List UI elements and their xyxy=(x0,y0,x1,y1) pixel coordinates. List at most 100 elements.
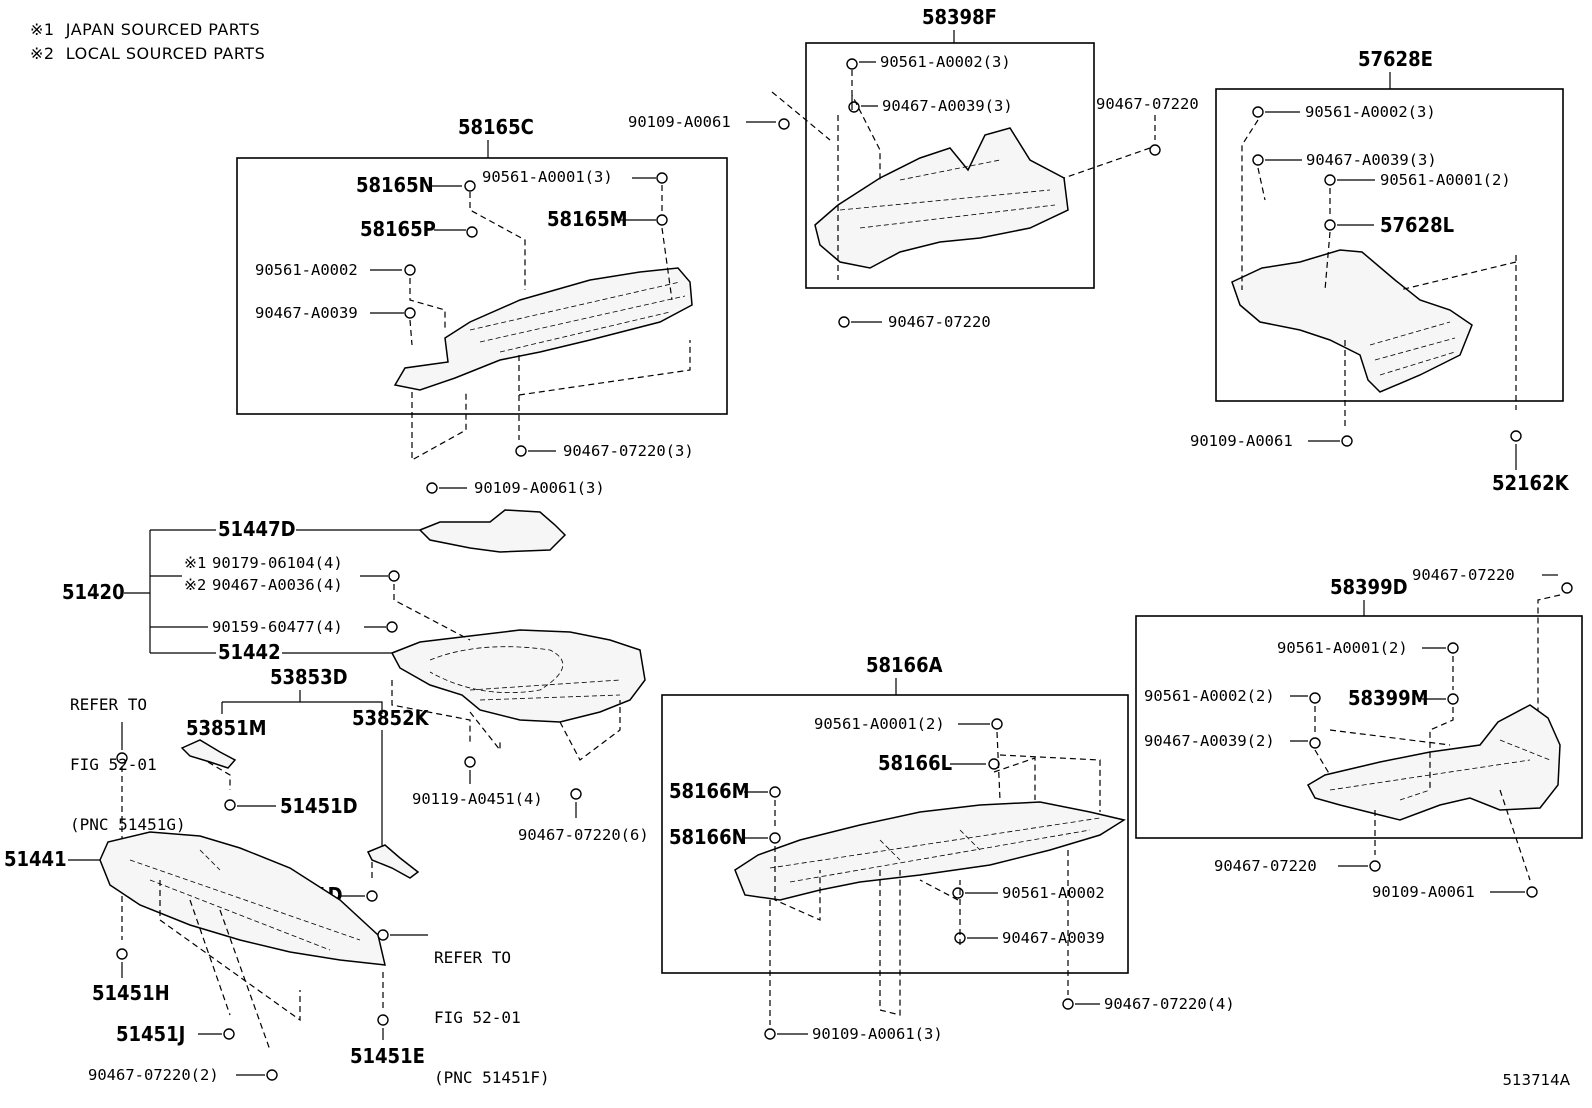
part-label-51451D-1[interactable]: 51451D xyxy=(280,794,358,818)
part-label-58399M[interactable]: 58399M xyxy=(1348,686,1429,710)
front-undercover-51441 xyxy=(99,831,386,966)
clip-icon xyxy=(848,101,860,113)
part-label-90467-A0039[interactable]: 90467-A0039 xyxy=(255,304,358,322)
part-label-90561-A0002-b[interactable]: 90561-A0002 xyxy=(1002,884,1105,902)
part-label-90561-A0002[interactable]: 90561-A0002 xyxy=(255,261,358,279)
legend-note-japan: ※1 JAPAN SOURCED PARTS xyxy=(30,20,261,39)
part-label-90159-60477-4[interactable]: 90159-60477(4) xyxy=(212,618,343,636)
assembly-box-58166A xyxy=(661,694,1129,974)
part-label-53851M[interactable]: 53851M xyxy=(186,716,267,740)
figure-id: 513714A xyxy=(1502,1071,1570,1089)
part-label-58166M[interactable]: 58166M xyxy=(669,779,750,803)
part-label-90467-A0039-b[interactable]: 90467-A0039 xyxy=(1002,929,1105,947)
part-label-90109-A0061-3-b[interactable]: 90109-A0061(3) xyxy=(812,1025,943,1043)
bolt-icon xyxy=(377,1014,389,1026)
mark-1: ※1 xyxy=(184,554,206,572)
part-label-58165M[interactable]: 58165M xyxy=(547,207,628,231)
part-label-51451H[interactable]: 51451H xyxy=(92,981,170,1005)
part-label-90561-A0001-2-c[interactable]: 90561-A0001(2) xyxy=(1277,639,1408,657)
bolt-icon xyxy=(266,1069,278,1081)
clip-icon xyxy=(404,264,416,276)
part-label-90467-07220-d[interactable]: 90467-07220 xyxy=(1214,857,1317,875)
clip-icon xyxy=(952,887,964,899)
part-label-58165N[interactable]: 58165N xyxy=(356,173,434,197)
part-label-90467-A0039-3[interactable]: 90467-A0039(3) xyxy=(882,97,1013,115)
part-label-90561-A0001-2[interactable]: 90561-A0001(2) xyxy=(1380,171,1511,189)
undercover-57628E xyxy=(1231,249,1473,393)
engine-undercover-seal-51447D xyxy=(418,509,567,553)
assembly-box-58398F xyxy=(805,42,1095,289)
part-label-90467-07220-6[interactable]: 90467-07220(6) xyxy=(518,826,649,844)
undercover-58399D xyxy=(1306,704,1561,821)
part-label-51447D[interactable]: 51447D xyxy=(218,517,296,541)
bolt-icon xyxy=(764,1028,776,1040)
part-label-57628L[interactable]: 57628L xyxy=(1380,213,1454,237)
assembly-label-51420[interactable]: 51420 xyxy=(62,580,125,604)
part-label-90467-A0036-4[interactable]: 90467-A0036(4) xyxy=(212,576,343,594)
bracket-53851M xyxy=(180,739,237,769)
part-label-90561-A0002-3[interactable]: 90561-A0002(3) xyxy=(880,53,1011,71)
part-label-90467-07220-4[interactable]: 90467-07220(4) xyxy=(1104,995,1235,1013)
part-label-90119-A0451-4[interactable]: 90119-A0451(4) xyxy=(412,790,543,808)
part-label-90109-A0061-c[interactable]: 90109-A0061 xyxy=(1372,883,1475,901)
part-label-90467-A0039-3-b[interactable]: 90467-A0039(3) xyxy=(1306,151,1437,169)
assembly-label-58399D[interactable]: 58399D xyxy=(1330,575,1408,599)
bolt-icon xyxy=(116,948,128,960)
screw-icon xyxy=(386,621,398,633)
assembly-label-53853D[interactable]: 53853D xyxy=(270,665,348,689)
clip-icon xyxy=(656,214,668,226)
bolt-icon xyxy=(366,890,378,902)
bolt-icon xyxy=(570,788,582,800)
assembly-label-57628E[interactable]: 57628E xyxy=(1358,47,1433,71)
part-label-58165P[interactable]: 58165P xyxy=(360,217,436,241)
part-label-90467-07220-top[interactable]: 90467-07220 xyxy=(1096,95,1199,113)
part-label-51441[interactable]: 51441 xyxy=(4,847,67,871)
part-label-90561-A0001-3[interactable]: 90561-A0001(3) xyxy=(482,168,613,186)
clip-icon xyxy=(1252,106,1264,118)
part-label-58166N[interactable]: 58166N xyxy=(669,825,747,849)
part-label-90467-07220-c[interactable]: 90467-07220 xyxy=(1412,566,1515,584)
part-label-51442[interactable]: 51442 xyxy=(218,640,281,664)
part-label-51451J[interactable]: 51451J xyxy=(116,1022,185,1046)
part-label-90561-A0001-2-b[interactable]: 90561-A0001(2) xyxy=(814,715,945,733)
bolt-icon xyxy=(515,445,527,457)
assembly-box-58399D xyxy=(1135,615,1583,839)
group-57628E: 57628E 90561-A0002(3) 90467-A0039(3) 905… xyxy=(1190,47,1570,495)
part-label-90109-A0061-3[interactable]: 90109-A0061(3) xyxy=(474,479,605,497)
part-label-90467-07220-3[interactable]: 90467-07220(3) xyxy=(563,442,694,460)
part-label-90467-07220-bottom[interactable]: 90467-07220 xyxy=(888,313,991,331)
part-label-90179-06104-4[interactable]: 90179-06104(4) xyxy=(212,554,343,572)
part-label-53852K[interactable]: 53852K xyxy=(352,706,430,730)
bolt-icon xyxy=(1149,144,1161,156)
bolt-icon xyxy=(426,482,438,494)
group-58166A: 58166A 90561-A0001(2) 58166L 58166M 5816… xyxy=(661,653,1235,1043)
refer-note-51451F: REFER TO FIG 52-01 (PNC 51451F) xyxy=(434,948,550,1087)
part-label-90467-07220-2[interactable]: 90467-07220(2) xyxy=(88,1066,219,1084)
clip-icon xyxy=(1447,693,1459,705)
clip-icon xyxy=(1309,692,1321,704)
bolt-icon xyxy=(1341,435,1353,447)
assembly-label-58166A[interactable]: 58166A xyxy=(866,653,943,677)
part-label-90561-A0002-2[interactable]: 90561-A0002(2) xyxy=(1144,687,1275,705)
legend-note-local: ※2 LOCAL SOURCED PARTS xyxy=(30,44,266,63)
bracket-53852K xyxy=(366,844,420,879)
bolt-icon xyxy=(778,118,790,130)
clip-icon xyxy=(769,786,781,798)
bolt-icon xyxy=(1062,998,1074,1010)
part-label-52162K[interactable]: 52162K xyxy=(1492,471,1570,495)
part-label-90109-A0061[interactable]: 90109-A0061 xyxy=(628,113,731,131)
assembly-label-58398F[interactable]: 58398F xyxy=(922,5,997,29)
bolt-icon xyxy=(1510,430,1522,442)
part-label-51451E[interactable]: 51451E xyxy=(350,1044,425,1068)
bolt-icon xyxy=(838,316,850,328)
group-58165C: 58165C 58165N 90561-A0001(3) 58165P 5816… xyxy=(236,115,728,497)
part-label-90467-A0039-2[interactable]: 90467-A0039(2) xyxy=(1144,732,1275,750)
part-label-58166L[interactable]: 58166L xyxy=(878,751,952,775)
part-label-90109-A0061-b[interactable]: 90109-A0061 xyxy=(1190,432,1293,450)
assembly-label-58165C[interactable]: 58165C xyxy=(458,115,534,139)
part-label-90561-A0002-3-b[interactable]: 90561-A0002(3) xyxy=(1305,103,1436,121)
refer-note-51451G: REFER TO FIG 52-01 (PNC 51451G) xyxy=(70,695,186,834)
clip-icon xyxy=(466,226,478,238)
clip-icon xyxy=(388,570,400,582)
undercover-58165C xyxy=(393,267,693,391)
